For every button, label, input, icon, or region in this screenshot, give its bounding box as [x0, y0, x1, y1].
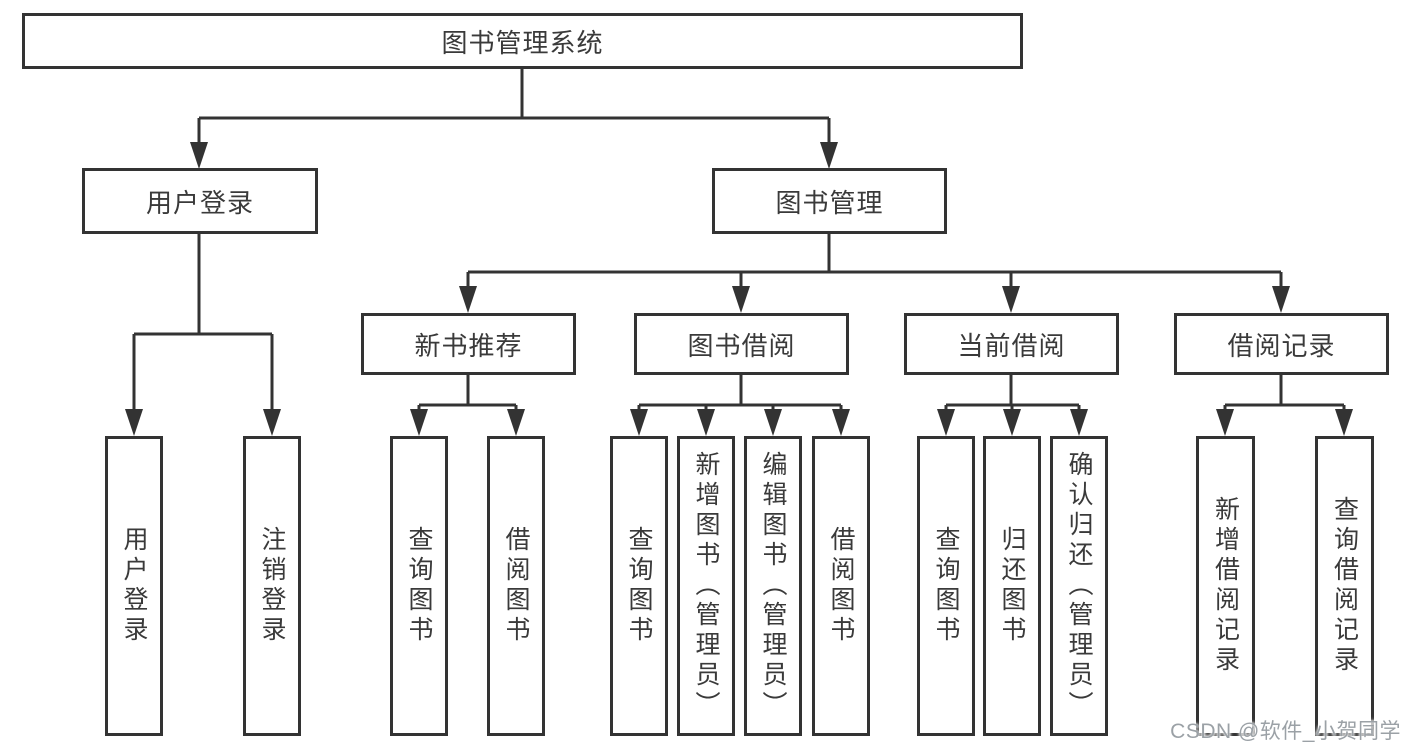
leaf-cb-query-books: 查询图书: [917, 436, 975, 736]
connector-segments: [132, 69, 1346, 412]
node-borrow-records: 借阅记录: [1174, 313, 1389, 375]
leaf-br-query-borrow-record: 查询借阅记录: [1315, 436, 1374, 736]
leaf-user-login: 用户登录: [105, 436, 163, 736]
arrowheads: [125, 142, 1353, 436]
leaf-br-add-borrow-record: 新增借阅记录: [1196, 436, 1255, 736]
leaf-bb-borrow-books: 借阅图书: [812, 436, 870, 736]
leaf-bb-edit-books-admin: 编辑图书（管理员）: [744, 436, 802, 736]
node-book-management: 图书管理: [712, 168, 947, 234]
node-current-borrowing: 当前借阅: [904, 313, 1119, 375]
leaf-cb-confirm-return-admin: 确认归还（管理员）: [1050, 436, 1108, 736]
leaf-nb-query-books: 查询图书: [390, 436, 448, 736]
csdn-watermark: CSDN @软件_小贺同学: [1170, 720, 1401, 743]
leaf-logout: 注销登录: [243, 436, 301, 736]
node-user-login: 用户登录: [82, 168, 318, 234]
node-book-borrowing: 图书借阅: [634, 313, 849, 375]
node-new-book-recommend: 新书推荐: [361, 313, 576, 375]
leaf-nb-borrow-books: 借阅图书: [487, 436, 545, 736]
node-library-management-system: 图书管理系统: [22, 13, 1023, 69]
leaf-bb-add-books-admin: 新增图书（管理员）: [677, 436, 735, 736]
leaf-bb-query-books: 查询图书: [610, 436, 668, 736]
leaf-cb-return-books: 归还图书: [983, 436, 1041, 736]
